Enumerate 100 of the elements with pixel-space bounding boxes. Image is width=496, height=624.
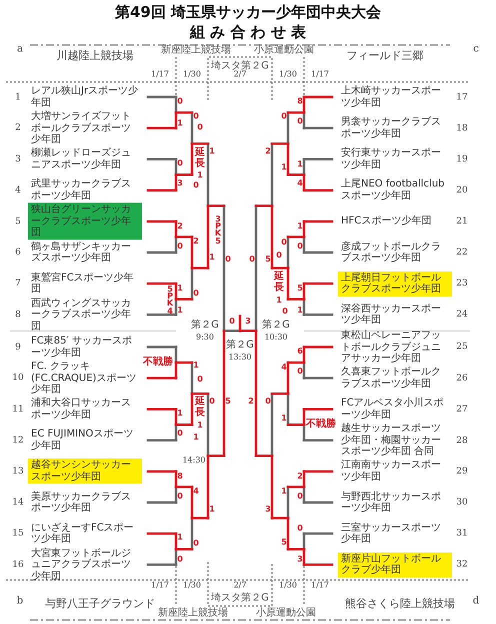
team-name: 江南南サッカースポーツ少年団: [340, 458, 442, 484]
match-date: 1/30: [279, 582, 297, 590]
score: 0: [282, 308, 288, 316]
score: 3: [297, 556, 303, 564]
penalty-score: 3PK5: [214, 216, 222, 244]
team-name: 柳瀬レッドローズジュニアスポーツ少年団: [30, 146, 132, 172]
entry-number: 24: [455, 310, 469, 320]
venue-name: 第２G: [226, 340, 254, 350]
score: 4: [281, 364, 287, 372]
venue-name: 埼スタ第２G: [211, 60, 269, 72]
match-date: 1/17: [311, 70, 329, 80]
score: 3: [177, 180, 183, 188]
venue-name: 熊谷さくら陸上競技場: [345, 598, 455, 610]
team-name: 与野西北サッカースポーツ少年団: [340, 490, 442, 515]
venue-name: フィールド三郷: [346, 50, 424, 62]
venue-name: 新座陸上競技場: [158, 608, 228, 618]
corner-letter: b: [16, 596, 24, 606]
score: 0: [297, 118, 303, 126]
team-name: 越谷サンシンサッカースポーツ少年団: [28, 458, 142, 484]
score: 1: [177, 410, 183, 418]
score: 0: [276, 252, 282, 260]
entry-number: 12: [11, 435, 25, 446]
team-name: 彦成フットボールクラブスポーツ少年団: [340, 240, 442, 265]
kickoff-time: 14:30: [182, 456, 206, 466]
team-name: 久喜東フットボールクラブスポーツ少年団: [340, 366, 442, 391]
entry-number: 1: [14, 92, 22, 102]
score: 1: [276, 296, 282, 306]
score: 1: [209, 254, 215, 262]
team-name: 三室サッカースポーツ少年団: [340, 521, 442, 546]
corner-letter: c: [473, 44, 479, 54]
entry-number: 14: [11, 498, 25, 508]
score: 0: [265, 398, 271, 406]
score: 5: [297, 284, 303, 294]
score: 5: [225, 398, 231, 406]
team-name: 男衾サッカークラブスポーツ少年団: [340, 116, 442, 141]
venue-name: 第２G: [262, 320, 290, 330]
score: 1: [193, 362, 199, 370]
score: 0: [193, 182, 199, 190]
score: 0: [297, 524, 303, 534]
score: 1: [209, 148, 215, 156]
title: 第49回 埼玉県サッカー少年団中央大会: [114, 3, 382, 21]
score: 4: [297, 180, 303, 188]
entry-number: 10: [11, 373, 25, 384]
extra-time-mark: 延長: [195, 396, 205, 418]
match-date: 1/30: [183, 582, 201, 590]
score: 1: [177, 534, 183, 542]
entry-number: 20: [455, 185, 469, 196]
team-name: 越生サッカースポーツ少年団・梅園サッカースポーツ少年団 合同: [340, 422, 442, 459]
score: 2: [177, 222, 183, 232]
kickoff-time: 13:30: [228, 354, 252, 362]
match-date: 2/7: [234, 70, 246, 80]
score: 0: [209, 398, 215, 406]
team-name: HFCスポーツ少年団: [340, 214, 432, 228]
score: 0: [229, 318, 235, 326]
entry-number: 21: [455, 216, 469, 226]
team-name: 東鷲宮FCスポーツ少年団: [30, 271, 135, 296]
venue-name: 与野八王子グラウンド: [45, 598, 155, 610]
venue-name: 埼スタ第２G: [211, 592, 269, 604]
score: 1: [297, 222, 303, 232]
entry-number: 17: [455, 92, 469, 102]
score: 0: [249, 256, 255, 264]
walkover-mark: 不戦勝: [306, 418, 336, 430]
team-name: 上木崎サッカースポーツ少年団: [340, 84, 442, 110]
score: 1: [177, 120, 183, 128]
team-name: 上尾NEO footballclubスポーツ少年団: [340, 178, 446, 203]
team-name: 大宮東フットボールジュニアクラブスポーツ少年団: [30, 546, 132, 583]
score: 0: [177, 430, 183, 438]
entry-number: 32: [455, 560, 469, 570]
score: 0: [177, 98, 183, 106]
venue-name: 川越陸上競技場: [56, 50, 134, 62]
entry-number: 25: [455, 342, 469, 352]
match-date: 2/7: [234, 582, 246, 590]
entry-number: 26: [455, 373, 469, 384]
venue-name: 第２G: [191, 320, 219, 330]
team-name: FC東85′ サッカースポーツ少年団: [30, 334, 133, 360]
score: 0: [177, 242, 183, 252]
team-name: 鶴ヶ島サザンキッカーズスポーツ少年団: [30, 240, 132, 265]
team-name: 美原サッカークラブスポーツ少年団: [30, 490, 132, 515]
score: 0: [177, 160, 183, 168]
score: 1: [281, 414, 287, 424]
team-name: 新座片山フットボールクラブ少年団: [338, 552, 452, 578]
score: 2: [297, 472, 303, 482]
score: 8: [177, 472, 183, 482]
corner-letter: a: [17, 44, 23, 54]
score: 0: [193, 540, 199, 548]
team-name: 大増サンライズフットボールクラブスポーツ少年団: [30, 110, 132, 146]
team-name: 西武ウィングスサッカークラブスポーツ少年団: [30, 296, 132, 333]
kickoff-time: 10:30: [264, 334, 288, 342]
score: 0: [281, 112, 287, 122]
match-date: 1/30: [183, 70, 201, 80]
score: 1: [281, 488, 287, 496]
team-name: 上尾朝日フットボールクラブスポーツ少年団: [338, 271, 452, 296]
score: 2: [248, 398, 254, 406]
score: 1: [209, 506, 215, 514]
extra-time-mark: 延長: [195, 147, 205, 169]
match-date: 1/30: [279, 70, 297, 80]
team-name: 狭山台グリーンサッカークラブスポーツ少年団: [28, 203, 142, 240]
score: 0: [177, 556, 183, 564]
score: 2: [265, 148, 271, 156]
entry-number: 2: [14, 123, 22, 134]
